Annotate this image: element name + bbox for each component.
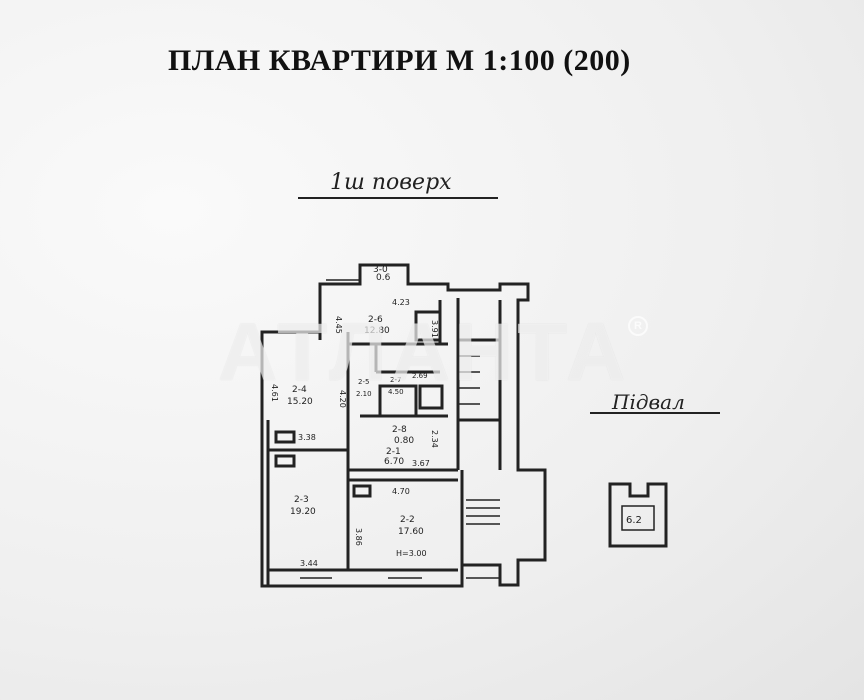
dim-234: 2.34 (430, 430, 439, 448)
room-2-3-id: 2-3 (294, 495, 309, 505)
room-2-5-id: 2-5 (358, 378, 369, 386)
room-2-3-area: 19.20 (290, 507, 316, 517)
room-2-2-area: 17.60 (398, 527, 424, 537)
dim-386: 3.86 (354, 528, 363, 546)
room-2-6-id: 2-6 (368, 315, 383, 325)
room-2-5-area: 2.10 (356, 390, 372, 398)
dim-r24-right: 4.20 (338, 390, 347, 408)
walls (260, 263, 547, 588)
basement-plan (608, 482, 668, 548)
dim-top: 4.23 (392, 298, 410, 307)
dim-269: 2.69 (412, 372, 428, 380)
room-2-4-area: 15.20 (287, 397, 313, 407)
room-2-7-area: 4.50 (388, 388, 404, 396)
room-2-6-area: 12.80 (364, 326, 390, 336)
dim-kitchen-side: 3.91 (430, 320, 439, 338)
basement-area: 6.2 (626, 515, 642, 526)
room-2-4-id: 2-4 (292, 385, 307, 395)
floor-label-underline (298, 197, 498, 199)
basement-label-underline (590, 412, 720, 414)
dim-left-kitchen: 4.45 (334, 316, 343, 334)
room-2-1-area: 6.70 (384, 457, 404, 467)
page-title: ПЛАН КВАРТИРИ М 1:100 (200) (168, 44, 631, 77)
dim-r24-left: 4.61 (270, 384, 279, 402)
room-3-0-area: 0.6 (376, 273, 391, 283)
dim-344: 3.44 (300, 559, 318, 568)
basement-label: Підвал (612, 390, 685, 414)
room-2-1-id: 2-1 (386, 447, 401, 457)
room-height: Н=3.00 (396, 549, 427, 558)
floor-label: 1ш поверх (330, 170, 452, 195)
room-2-8-id: 2-8 (392, 425, 407, 435)
dim-470: 4.70 (392, 487, 410, 496)
room-2-8-area: 0.80 (394, 436, 414, 446)
room-2-7-id: 2-7 (390, 376, 401, 384)
registered-icon: R (628, 316, 648, 336)
dim-338: 3.38 (298, 433, 316, 442)
room-2-2-id: 2-2 (400, 515, 415, 525)
dim-367: 3.67 (412, 459, 430, 468)
room-3-0-id: 3-0 (373, 265, 388, 275)
watermark-logo: АТЛАНТА (218, 307, 630, 398)
